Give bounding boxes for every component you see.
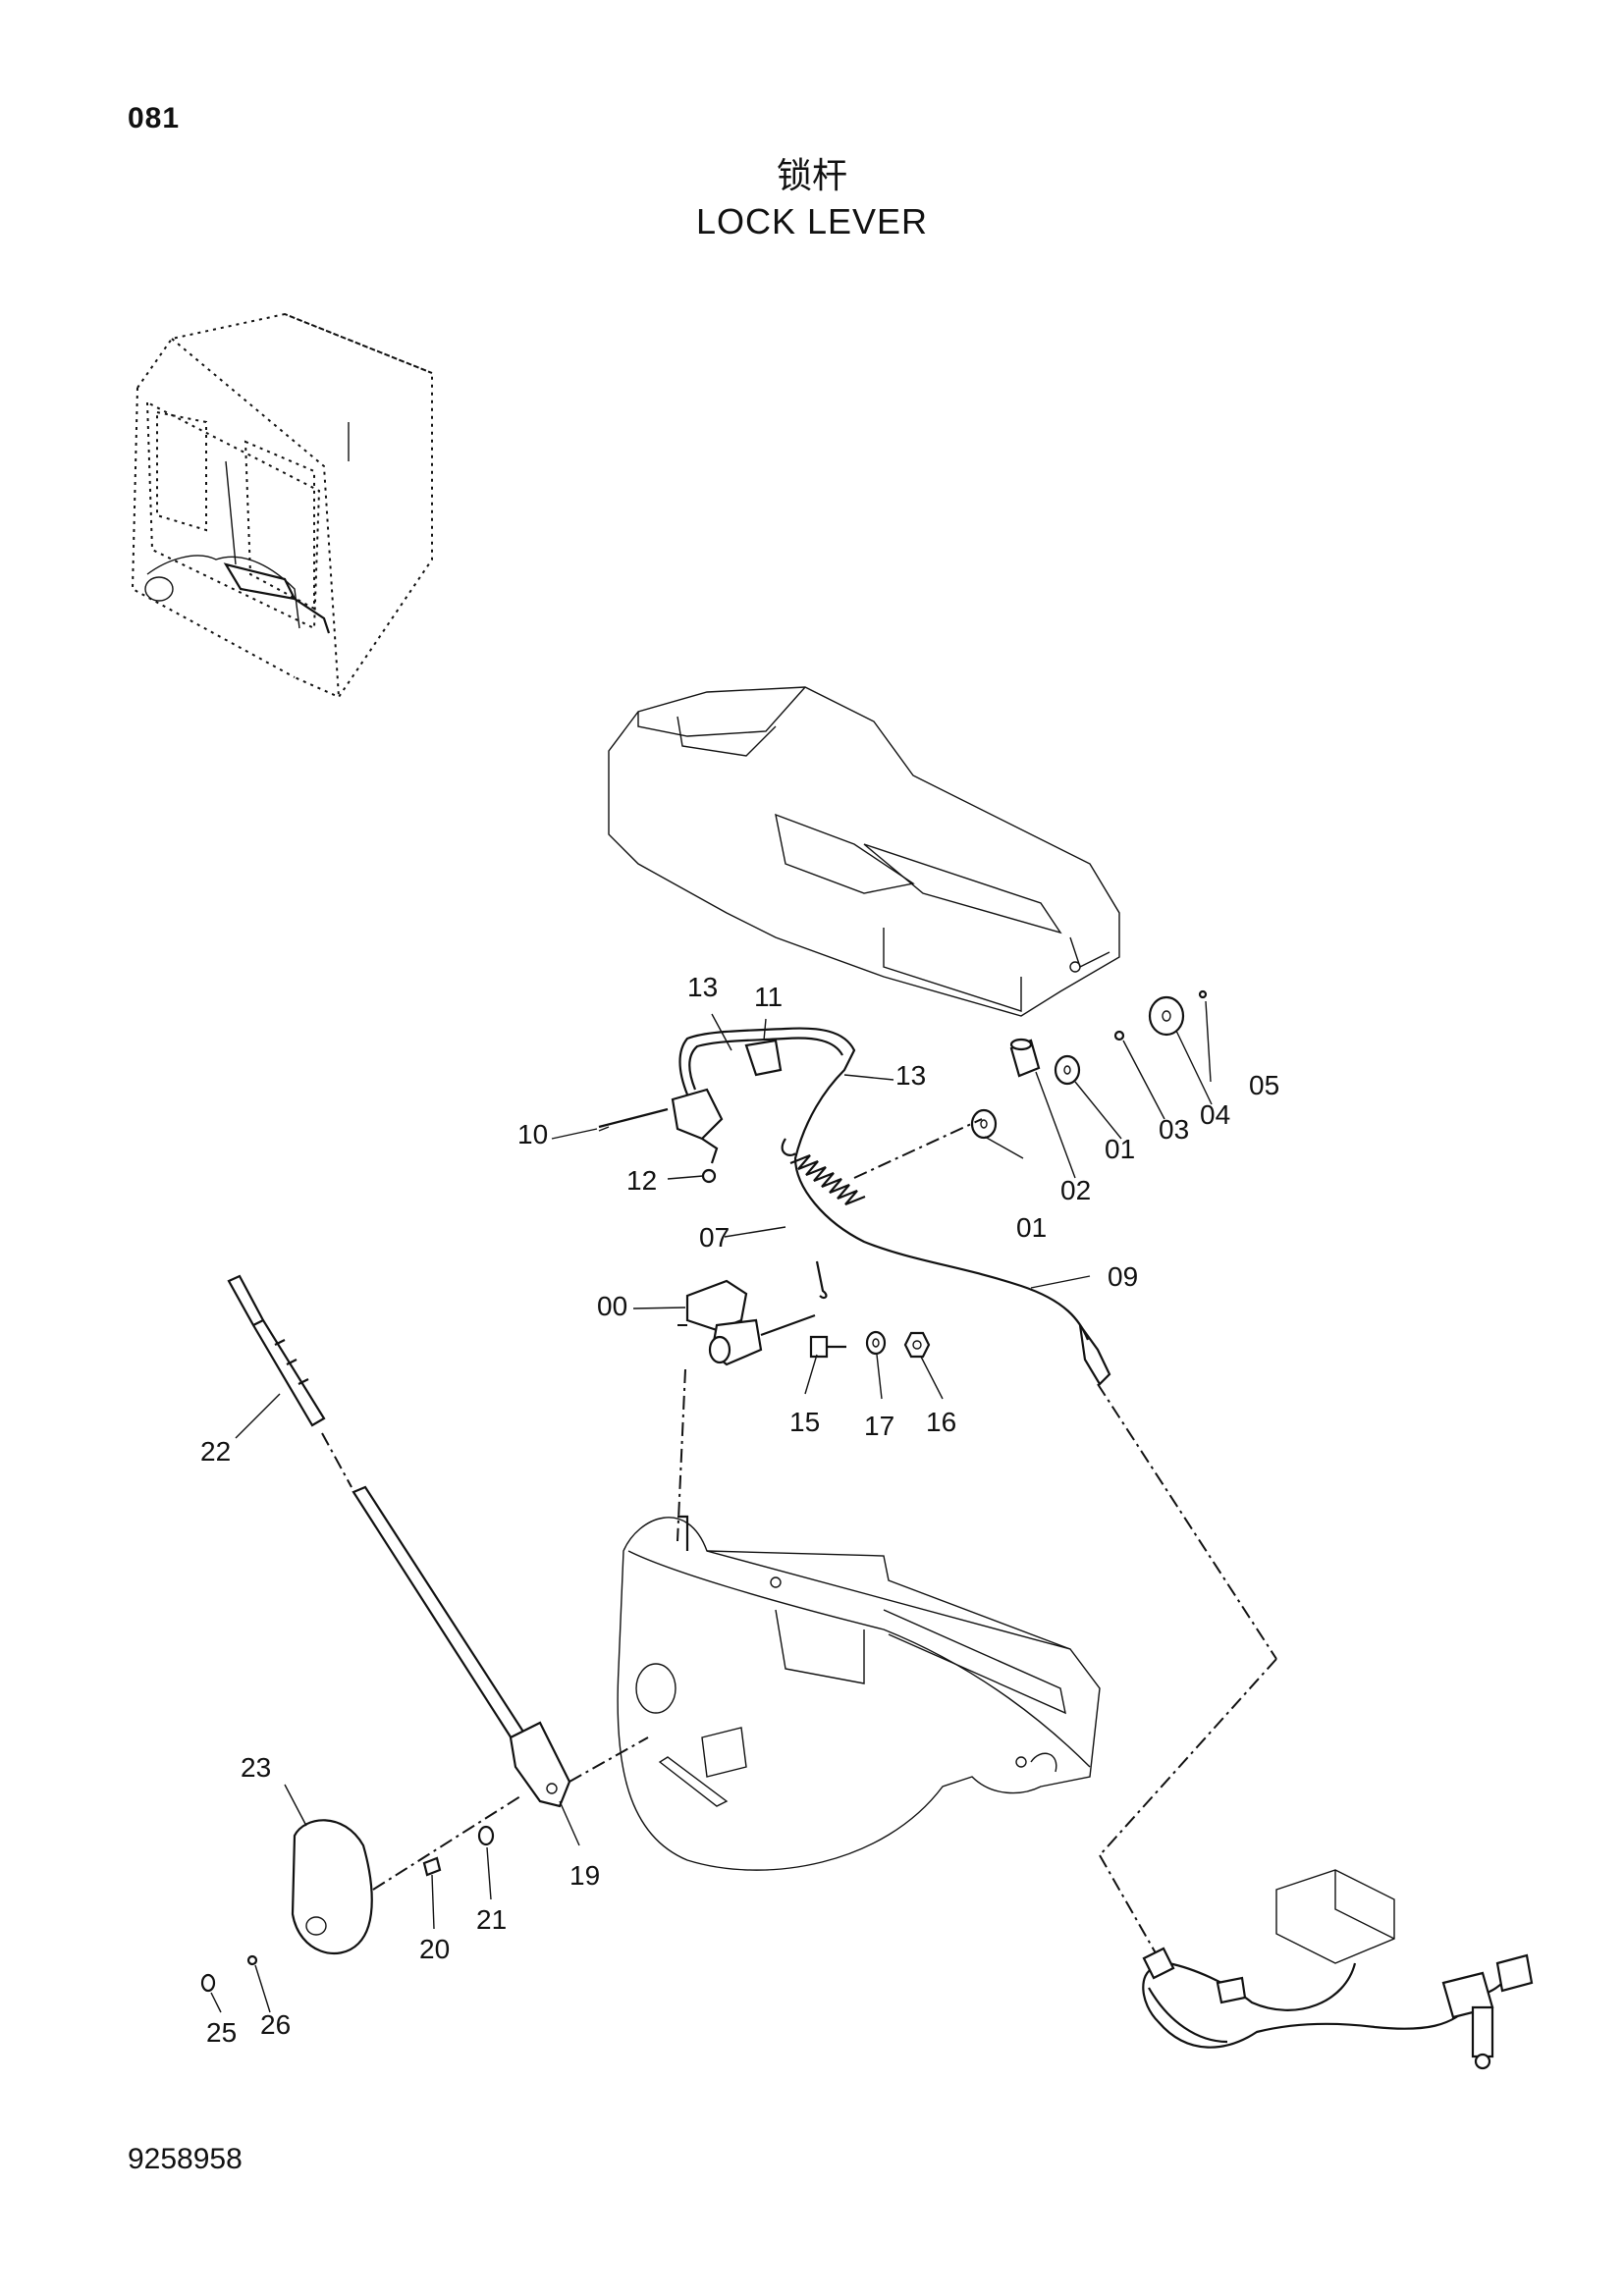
- cab-overview-illustration: [131, 312, 433, 699]
- part-05: [1198, 989, 1208, 999]
- screw-part-26: [246, 1954, 258, 1966]
- screw-part-12: [701, 1168, 717, 1184]
- lock-switch-assembly: [671, 1027, 1277, 1660]
- nut-part-21: [477, 1825, 495, 1846]
- callout-19: 19: [569, 1860, 600, 1891]
- callout-02: 02: [1060, 1175, 1091, 1205]
- pin-part-10: [598, 1107, 669, 1132]
- part-callouts: 13 11 13 10 12 05 04 03 01 02 01 07 09 0…: [200, 972, 1279, 2048]
- callout-04: 04: [1200, 1099, 1230, 1130]
- callout-13: 13: [687, 972, 718, 1002]
- page-number: 081: [128, 102, 181, 134]
- callout-20: 20: [419, 1934, 450, 1964]
- bracket-part-00: [677, 1279, 816, 1542]
- washer-part-01: [970, 1108, 998, 1140]
- knob-cover-part-23: [291, 1736, 649, 1955]
- leader-lines: [210, 1000, 1213, 2013]
- side-cover-housing: [617, 1515, 1101, 1871]
- lock-lever-part-22: [227, 1274, 571, 1808]
- washer-part-04: [1148, 995, 1185, 1037]
- washer-part-01-second: [1054, 1054, 1081, 1086]
- callout-01: 01: [1016, 1212, 1047, 1243]
- callout-03: 03: [1159, 1114, 1189, 1145]
- callout-16: 16: [926, 1407, 956, 1437]
- callout-09: 09: [1108, 1261, 1138, 1292]
- spring-part-07: [781, 1138, 866, 1300]
- callout-26: 26: [260, 2009, 291, 2040]
- document-number: 9258958: [128, 2143, 243, 2175]
- washer-part-25: [200, 1973, 216, 1993]
- callout-12: 12: [626, 1165, 657, 1196]
- callout-01: 01: [1105, 1134, 1135, 1164]
- callout-05: 05: [1249, 1070, 1279, 1100]
- page-title: LOCK LEVER: [695, 201, 929, 241]
- callout-22: 22: [200, 1436, 231, 1467]
- callout-07: 07: [699, 1222, 730, 1253]
- page-title-chinese: 锁杆: [776, 156, 847, 196]
- callout-11: 11: [754, 982, 783, 1012]
- callout-15: 15: [789, 1407, 820, 1437]
- callout-23: 23: [241, 1752, 271, 1783]
- washer-part-17: [865, 1330, 887, 1356]
- nut-part-16: [903, 1331, 931, 1359]
- callout-10: 10: [517, 1119, 548, 1149]
- pin-part-20: [422, 1856, 442, 1877]
- callout-25: 25: [206, 2017, 237, 2048]
- callout-13: 13: [895, 1060, 926, 1091]
- callout-00: 00: [597, 1291, 627, 1321]
- callout-21: 21: [476, 1904, 507, 1935]
- collar-part-02: [1009, 1038, 1041, 1078]
- console-housing: [608, 686, 1120, 1017]
- bolt-part-15: [809, 1335, 846, 1359]
- part-03: [1113, 1030, 1125, 1041]
- harness-bracket: [1099, 1658, 1534, 2070]
- callout-17: 17: [864, 1411, 894, 1441]
